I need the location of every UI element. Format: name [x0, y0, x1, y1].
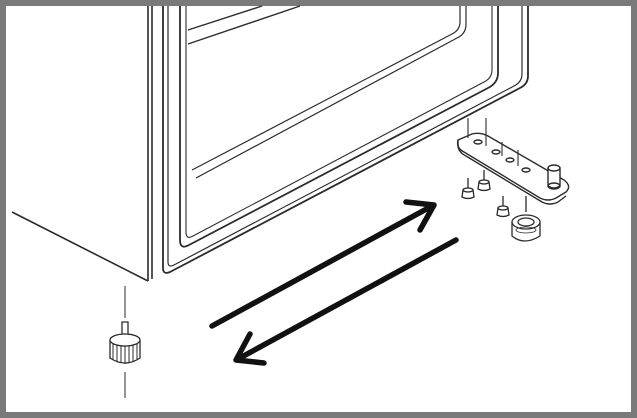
screw-1 — [461, 178, 475, 200]
leveling-foot — [109, 286, 141, 398]
screw-2 — [477, 170, 491, 192]
cabinet-bottom-edge — [11, 211, 149, 282]
screw-3 — [496, 196, 510, 218]
direction-arrows — [209, 199, 459, 366]
arrow-toward-hinge — [209, 199, 437, 329]
door — [162, 5, 529, 274]
arrow-toward-foot — [233, 237, 459, 366]
appliance-cabinet — [11, 6, 153, 282]
adjustable-foot — [511, 196, 541, 242]
hinge-screws — [461, 170, 541, 242]
hinge-bracket — [456, 118, 570, 205]
hinge-pin — [547, 164, 561, 190]
